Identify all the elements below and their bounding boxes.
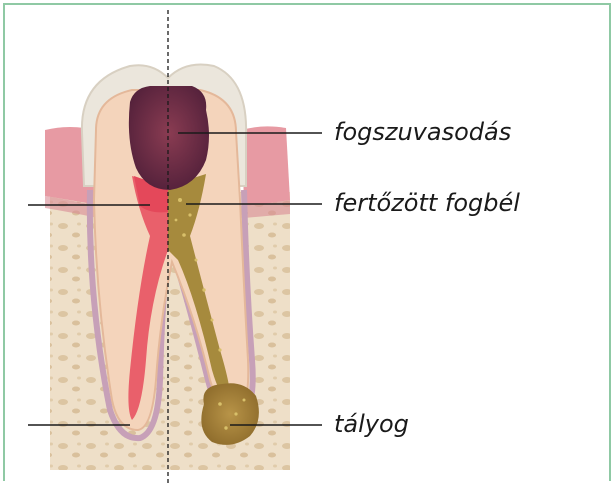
label-caries: fogszuvasodás [334,120,511,144]
gum-tissue-right [242,126,290,206]
abscess [201,383,259,445]
caries-cavity [129,86,209,190]
label-infected-pulp: fertőzött fogbél [334,191,520,215]
label-abscess: tályog [334,412,409,436]
